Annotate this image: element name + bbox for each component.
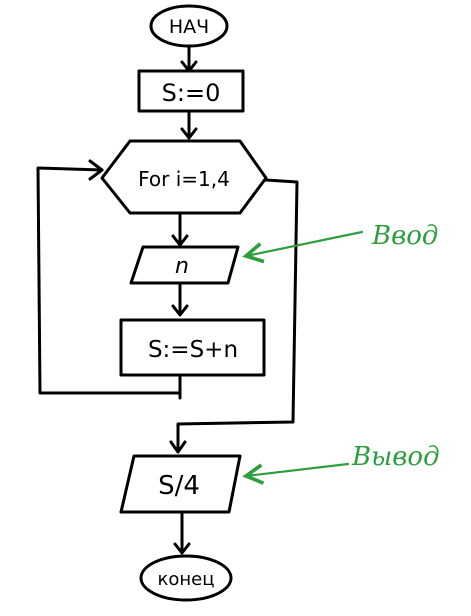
- arrow-loop-to-input: [171, 211, 189, 247]
- output-annotation-label: Вывод: [351, 442, 440, 472]
- accumulate-label: S:=S+n: [148, 337, 238, 363]
- output-annotation: Вывод: [246, 442, 440, 476]
- input-label: n: [175, 254, 189, 279]
- end-label: конец: [158, 569, 215, 590]
- arrow-input-to-accumulate: [171, 281, 189, 317]
- input-annotation: Ввод: [246, 221, 438, 256]
- init-process: S:=0: [137, 69, 245, 113]
- output-block: S/4: [119, 454, 242, 514]
- loop-header: For i=1,4: [100, 139, 268, 215]
- output-annotation-arrow: [246, 462, 350, 476]
- accumulate-process: S:=S+n: [119, 318, 266, 377]
- arrow-init-to-loop: [180, 109, 198, 140]
- start-label: НАЧ: [169, 16, 209, 38]
- output-label: S/4: [158, 471, 200, 501]
- loop-exit-line: [169, 178, 299, 454]
- start-terminal: НАЧ: [149, 4, 229, 48]
- loop-back-line: [36, 159, 182, 400]
- arrow-start-to-init: [180, 44, 198, 73]
- input-annotation-arrow: [246, 230, 364, 256]
- loop-label: For i=1,4: [138, 167, 230, 191]
- input-block: n: [129, 245, 240, 285]
- arrow-output-to-end: [173, 510, 191, 555]
- end-terminal: конец: [139, 554, 233, 602]
- input-annotation-label: Ввод: [371, 221, 438, 251]
- init-label: S:=0: [162, 79, 221, 107]
